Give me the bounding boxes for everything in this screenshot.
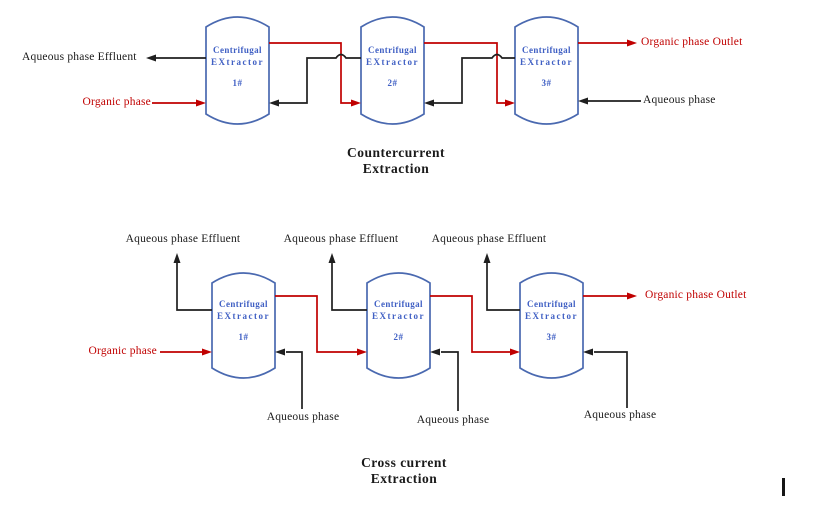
extractor-label-cc-2: Centrifugal EXtractor 2# xyxy=(361,44,424,89)
extractor-name-line1: Centrifugal xyxy=(374,299,423,309)
countercurrent-title-line2: Extraction xyxy=(362,160,430,176)
crosscurrent-title: Cross current Extraction xyxy=(324,455,484,486)
arrow-right-icon xyxy=(627,39,637,47)
arrow-right-icon xyxy=(351,99,361,107)
extractor-number: 1# xyxy=(232,78,243,88)
extractor-number: 2# xyxy=(393,332,404,342)
extractor-name-line1: Centrifugal xyxy=(368,45,417,55)
arrow-left-icon xyxy=(275,348,285,356)
arrow-right-icon xyxy=(196,99,206,107)
aqueous-feed-label-xc-3: Aqueous phase xyxy=(583,409,657,421)
organic-line-cc-1-2 xyxy=(269,42,352,104)
arrow-left-icon xyxy=(424,99,434,107)
arrow-up-icon xyxy=(328,253,336,263)
extractor-name-line2: EXtractor xyxy=(372,311,425,321)
aqueous-effluent-line-xc-2 xyxy=(331,263,367,311)
extractor-name-line1: Centrifugal xyxy=(213,45,262,55)
arrow-left-icon xyxy=(269,99,279,107)
aqueous-effluent-label-xc-1: Aqueous phase Effluent xyxy=(125,233,241,245)
aqueous-feed-label-cc: Aqueous phase xyxy=(643,94,716,106)
aqueous-feed-line-xc-3 xyxy=(594,351,628,408)
organic-line-cc-2-3 xyxy=(424,42,506,104)
organic-line-xc-2-3 xyxy=(430,295,511,353)
countercurrent-organic-flow xyxy=(152,39,637,107)
organic-outlet-label-cc: Organic phase Outlet xyxy=(641,36,743,48)
extractor-number: 2# xyxy=(387,78,398,88)
extractor-name-line1: Centrifugal xyxy=(219,299,268,309)
extractor-number: 3# xyxy=(541,78,552,88)
extractor-vessel-xc-2 xyxy=(366,272,431,379)
extractor-label-cc-3: Centrifugal EXtractor 3# xyxy=(515,44,578,89)
countercurrent-title: Countercurrent Extraction xyxy=(316,145,476,176)
aqueous-effluent-line-xc-3 xyxy=(486,263,520,311)
arrow-left-icon xyxy=(583,348,593,356)
extractor-label-cc-1: Centrifugal EXtractor 1# xyxy=(206,44,269,89)
aqueous-effluent-line-xc-1 xyxy=(176,263,212,311)
extractor-name-line2: EXtractor xyxy=(525,311,578,321)
crosscurrent-vessels xyxy=(211,272,584,379)
crosscurrent-organic-flow xyxy=(160,292,637,356)
extractor-vessel-cc-2 xyxy=(360,16,425,125)
aqueous-effluent-label-xc-3: Aqueous phase Effluent xyxy=(431,233,547,245)
extractor-label-xc-3: Centrifugal EXtractor 3# xyxy=(520,298,583,343)
extractor-number: 1# xyxy=(238,332,249,342)
organic-line-xc-1-2 xyxy=(275,295,358,353)
organic-outlet-label-xc: Organic phase Outlet xyxy=(645,289,747,301)
extractor-vessel-cc-3 xyxy=(514,16,579,125)
organic-feed-label-xc: Organic phase xyxy=(88,345,157,357)
arrow-left-icon xyxy=(430,348,440,356)
aqueous-feed-line-xc-2 xyxy=(441,351,459,411)
extractor-name-line2: EXtractor xyxy=(217,311,270,321)
extractor-vessel-cc-1 xyxy=(205,16,270,125)
arrow-up-icon xyxy=(483,253,491,263)
arrow-up-icon xyxy=(173,253,181,263)
extractor-label-xc-1: Centrifugal EXtractor 1# xyxy=(212,298,275,343)
countercurrent-vessels xyxy=(205,16,579,125)
aqueous-effluent-label-xc-2: Aqueous phase Effluent xyxy=(283,233,399,245)
arrow-left-icon xyxy=(146,54,156,62)
aqueous-feed-label-xc-1: Aqueous phase xyxy=(266,411,340,423)
extractor-vessel-xc-3 xyxy=(519,272,584,379)
aqueous-feed-line-xc-1 xyxy=(286,351,303,409)
arrow-right-icon xyxy=(505,99,515,107)
extractor-number: 3# xyxy=(546,332,557,342)
extractor-name-line1: Centrifugal xyxy=(527,299,576,309)
countercurrent-aqueous-flow xyxy=(146,53,641,107)
text-cursor xyxy=(782,478,785,496)
extractor-vessel-xc-1 xyxy=(211,272,276,379)
aqueous-effluent-label-cc: Aqueous phase Effluent xyxy=(22,51,137,63)
extractor-label-xc-2: Centrifugal EXtractor 2# xyxy=(367,298,430,343)
extractor-name-line2: EXtractor xyxy=(520,57,573,67)
crosscurrent-title-line1: Cross current xyxy=(361,455,447,470)
crosscurrent-aqueous-flow xyxy=(173,253,628,411)
extractor-name-line1: Centrifugal xyxy=(522,45,571,55)
aqueous-line-cc-3-2 xyxy=(434,53,515,104)
arrow-right-icon xyxy=(357,348,367,356)
arrow-left-icon xyxy=(578,97,588,105)
organic-feed-label-cc: Organic phase xyxy=(82,96,151,108)
extractor-name-line2: EXtractor xyxy=(366,57,419,67)
arrow-right-icon xyxy=(510,348,520,356)
aqueous-line-cc-2-1 xyxy=(279,53,361,104)
countercurrent-title-line1: Countercurrent xyxy=(347,145,445,160)
crosscurrent-title-line2: Extraction xyxy=(370,470,438,486)
extractor-name-line2: EXtractor xyxy=(211,57,264,67)
aqueous-feed-label-xc-2: Aqueous phase xyxy=(416,414,490,426)
arrow-right-icon xyxy=(202,348,212,356)
arrow-right-icon xyxy=(627,292,637,300)
